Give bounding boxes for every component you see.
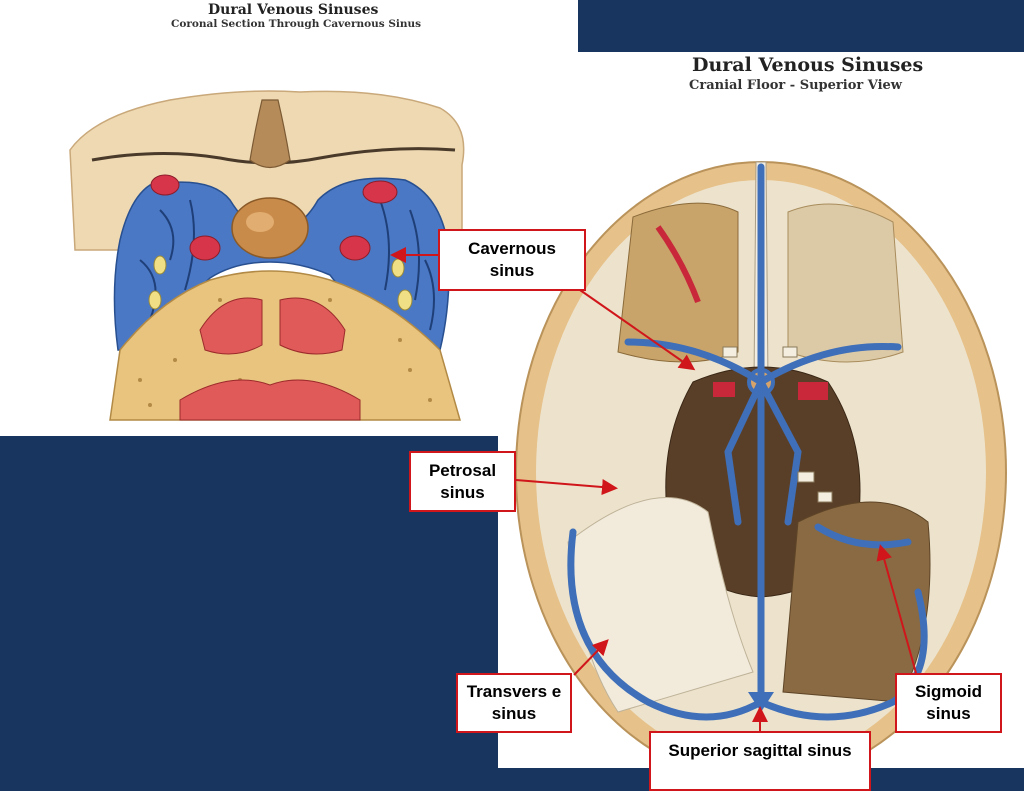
floor-figure-title: Dural Venous Sinuses xyxy=(692,54,924,76)
cavernous-pointer-floor xyxy=(579,289,696,371)
transverse-sinus-label: Transvers e sinus xyxy=(456,673,572,733)
cavernous-sinus-label: Cavernous sinus xyxy=(438,229,586,291)
cranial-floor-illustration xyxy=(515,161,1007,768)
transverse-pointer xyxy=(573,639,609,676)
coronal-figure-title: Dural Venous Sinuses xyxy=(208,2,379,18)
pointer-lines xyxy=(390,247,917,731)
sigmoid-pointer xyxy=(876,544,917,674)
superior-sagittal-sinus-label: Superior sagittal sinus xyxy=(649,731,871,791)
coronal-figure-subtitle: Coronal Section Through Cavernous Sinus xyxy=(171,18,422,30)
petrosal-pointer xyxy=(515,479,618,495)
floor-figure-subtitle: Cranial Floor - Superior View xyxy=(689,78,902,93)
petrosal-sinus-label: Petrosal sinus xyxy=(409,451,516,512)
sigmoid-sinus-label: Sigmoid sinus xyxy=(895,673,1002,733)
coronal-section-illustration xyxy=(69,90,465,421)
